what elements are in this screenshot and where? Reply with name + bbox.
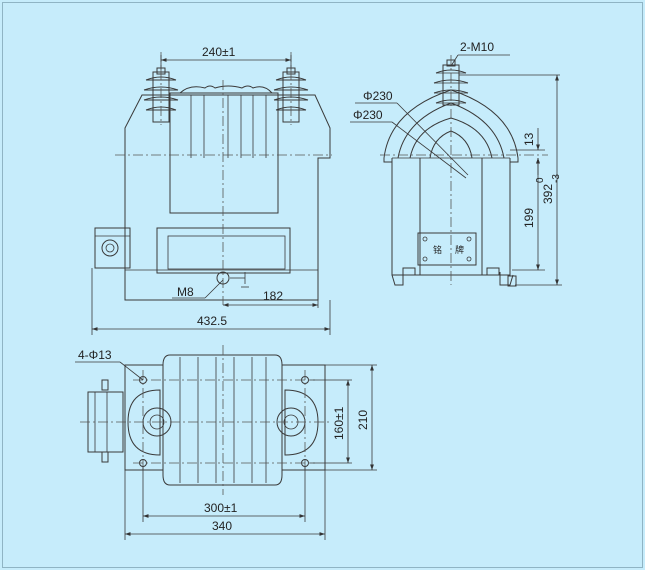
label-phi-outer: Φ230: [363, 89, 393, 103]
front-core-block: [169, 92, 279, 214]
dim-height-total: 392: [541, 184, 555, 204]
label-terminal: 2-M10: [460, 40, 494, 54]
front-body-outline: [124, 94, 331, 301]
dim-base-width: 210: [356, 410, 370, 430]
top-view: 4-Φ13 160±1 210 300±1 340: [75, 345, 377, 540]
nameplate-text-1: 铭: [433, 244, 442, 256]
front-core-top-humps: [179, 85, 273, 94]
nameplate: 铭 牌: [417, 232, 477, 266]
dim-hole-spacing-v: 160±1: [332, 406, 346, 440]
front-view: 240±1 M8 182 432.5: [91, 45, 332, 335]
label-bolt-m8: M8: [177, 285, 194, 299]
dim-base-length: 340: [212, 519, 232, 533]
side-base-feet: [391, 272, 514, 286]
label-phi-inner: Φ230: [353, 108, 383, 122]
front-side-bracket: [94, 227, 131, 269]
dim-ground-offset: 182: [263, 289, 283, 303]
side-view: 铭 牌 2-M10 Φ230 Φ230 13 199: [350, 40, 562, 287]
ground-bolt: [216, 271, 230, 285]
dim-height-small: 13: [522, 132, 536, 146]
dim-overall-length: 432.5: [197, 314, 227, 328]
front-lower-block: [156, 227, 291, 274]
dim-height-total-lower-tol: -3: [551, 174, 562, 183]
dim-hole-spacing-h: 300±1: [204, 501, 238, 515]
dim-width-top: 240±1: [202, 45, 236, 59]
nameplate-text-2: 牌: [455, 244, 464, 256]
label-mount-holes: 4-Φ13: [78, 348, 112, 362]
dim-height-mid: 199: [522, 208, 536, 228]
dim-height-total-upper-tol: 0: [535, 177, 546, 183]
